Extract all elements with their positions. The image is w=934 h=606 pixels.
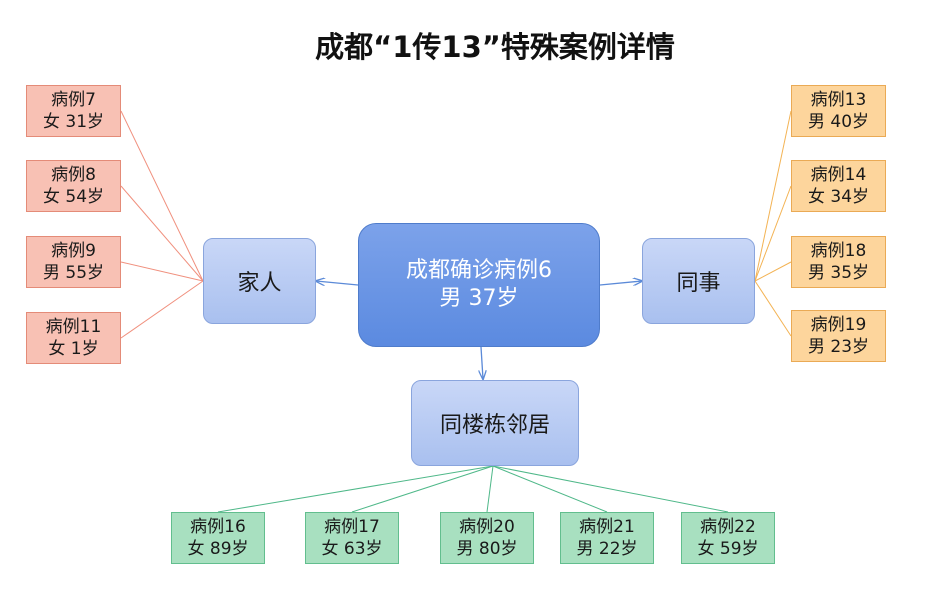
case-info: 男 35岁: [807, 263, 870, 283]
neighbor-case-node: 病例17 女 63岁: [305, 512, 399, 564]
case-info: 男 40岁: [807, 112, 870, 132]
group-neighbors-node: 同楼栋邻居: [411, 380, 579, 466]
group-family-node: 家人: [203, 238, 316, 324]
case-info: 男 22岁: [576, 539, 638, 559]
link-neighbor-case21: [492, 465, 608, 513]
case-id: 病例8: [51, 165, 96, 185]
case-id: 病例19: [810, 315, 867, 335]
link-colleague-case18: [754, 261, 792, 282]
diagram-title: 成都“1传13”特殊案例详情: [315, 30, 675, 64]
link-neighbor-case22: [492, 465, 729, 513]
case-id: 病例22: [700, 517, 756, 537]
center-case-id: 成都确诊病例6: [406, 258, 552, 283]
case-info: 女 34岁: [807, 187, 870, 207]
case-info: 女 31岁: [42, 112, 105, 132]
link-colleague-case14: [754, 185, 792, 282]
link-family-case7: [120, 110, 204, 282]
case-id: 病例20: [459, 517, 515, 537]
link-neighbor-case17: [351, 465, 494, 513]
neighbor-case-node: 病例16 女 89岁: [171, 512, 265, 564]
center-case-info: 男 37岁: [439, 286, 519, 311]
case-id: 病例11: [45, 317, 102, 337]
case-info: 女 59岁: [697, 539, 759, 559]
case-id: 病例21: [579, 517, 635, 537]
case-info: 男 23岁: [807, 337, 870, 357]
family-case-node: 病例8 女 54岁: [26, 160, 121, 212]
arrow-to-neighbors: [481, 346, 483, 379]
case-info: 男 55岁: [42, 263, 105, 283]
link-colleague-case13: [754, 110, 792, 282]
link-family-case9: [120, 261, 204, 282]
case-info: 女 1岁: [48, 339, 99, 359]
case-id: 病例16: [190, 517, 246, 537]
link-neighbor-case20: [486, 465, 494, 513]
neighbor-case-node: 病例20 男 80岁: [440, 512, 534, 564]
case-id: 病例18: [810, 241, 867, 261]
neighbor-case-node: 病例21 男 22岁: [560, 512, 654, 564]
group-neighbors-label: 同楼栋邻居: [439, 413, 550, 438]
case-id: 病例9: [51, 241, 96, 261]
arrow-to-colleagues: [599, 281, 642, 285]
group-colleagues-label: 同事: [676, 271, 721, 296]
link-neighbor-case16: [217, 465, 494, 513]
colleague-case-node: 病例13 男 40岁: [791, 85, 886, 137]
colleague-case-node: 病例18 男 35岁: [791, 236, 886, 288]
family-case-node: 病例7 女 31岁: [26, 85, 121, 137]
family-case-node: 病例9 男 55岁: [26, 236, 121, 288]
link-family-case8: [120, 185, 204, 282]
group-family-label: 家人: [237, 271, 282, 296]
case-id: 病例14: [810, 165, 867, 185]
case-info: 女 89岁: [187, 539, 249, 559]
case-info: 男 80岁: [456, 539, 518, 559]
case-id: 病例17: [324, 517, 380, 537]
link-family-case11: [120, 280, 204, 339]
group-colleagues-node: 同事: [642, 238, 755, 324]
center-case-node: 成都确诊病例6 男 37岁: [358, 223, 600, 347]
arrow-to-family: [316, 281, 359, 285]
neighbor-case-node: 病例22 女 59岁: [681, 512, 775, 564]
case-id: 病例13: [810, 90, 867, 110]
colleague-case-node: 病例19 男 23岁: [791, 310, 886, 362]
colleague-case-node: 病例14 女 34岁: [791, 160, 886, 212]
case-info: 女 54岁: [42, 187, 105, 207]
family-case-node: 病例11 女 1岁: [26, 312, 121, 364]
case-info: 女 63岁: [321, 539, 383, 559]
link-colleague-case19: [754, 280, 792, 337]
case-id: 病例7: [51, 90, 96, 110]
